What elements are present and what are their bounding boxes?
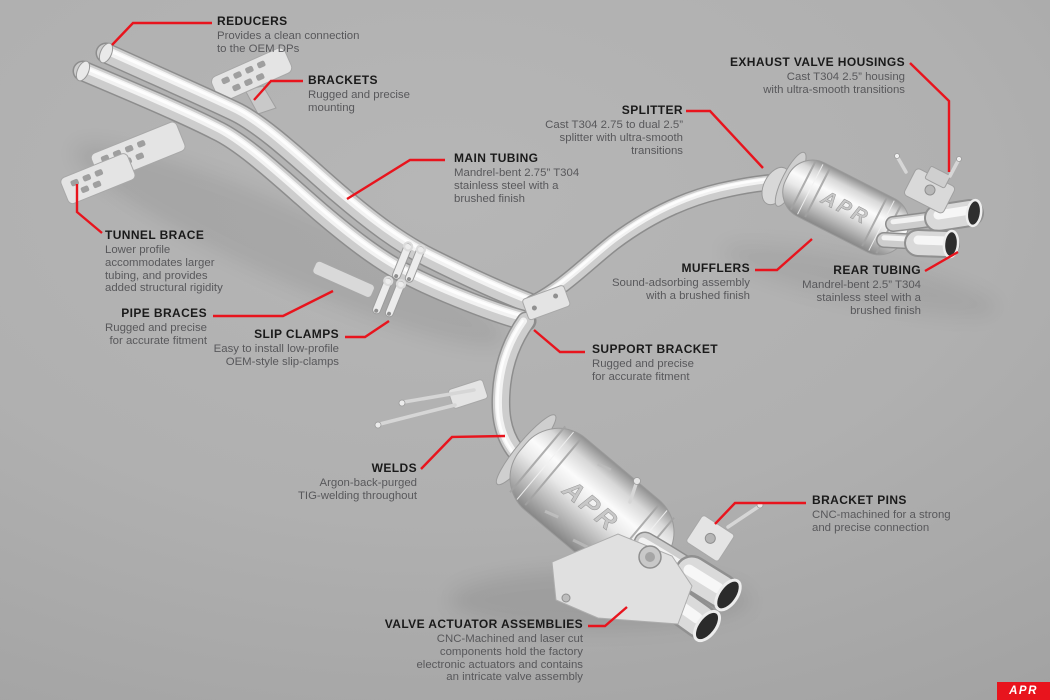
callout-line-mufflers <box>755 238 813 272</box>
callout-exhaust-valve-housings: EXHAUST VALVE HOUSINGS Cast T304 2.5” ho… <box>730 55 905 97</box>
callout-desc: Easy to install low-profile OEM-style sl… <box>213 343 339 368</box>
callout-splitter: SPLITTER Cast T304 2.75 to dual 2.5” spl… <box>545 103 683 157</box>
callout-support-bracket: SUPPORT BRACKET Rugged and precise for a… <box>592 342 718 384</box>
rear-tubing-tips <box>884 198 984 259</box>
callout-slip-clamps: SLIP CLAMPS Easy to install low-profile … <box>214 327 339 369</box>
callout-rear-tubing: REAR TUBING Mandrel-bent 2.5” T304 stain… <box>802 263 921 317</box>
exhaust-valve-housing-part <box>894 153 962 214</box>
callout-line-reducers <box>111 21 212 46</box>
callout-valve-actuator-assemblies: VALVE ACTUATOR ASSEMBLIES CNC-Machined a… <box>385 617 583 684</box>
callout-title: SPLITTER <box>621 103 683 117</box>
callout-desc: Provides a clean connection to the OEM D… <box>217 30 360 55</box>
callout-reducers: REDUCERS Provides a clean connection to … <box>217 14 359 56</box>
tunnel-brace-plates <box>60 121 186 205</box>
rear-muffler: APR <box>761 151 910 256</box>
callout-line-valve-actuator-assemblies <box>588 606 628 628</box>
callout-desc: CNC-Machined and laser cut components ho… <box>416 633 583 684</box>
callout-title: BRACKETS <box>308 73 378 87</box>
front-pipe-upper <box>97 41 532 304</box>
callout-line-welds <box>420 434 506 470</box>
callout-line-bracket-pins <box>714 501 806 525</box>
callout-line-tunnel-brace <box>75 184 103 234</box>
front-pipe-lower <box>74 59 526 321</box>
slip-clamp-lower <box>372 275 407 318</box>
callout-bracket-pins: BRACKET PINS CNC-machined for a strong a… <box>812 493 951 535</box>
callout-title: SUPPORT BRACKET <box>592 342 719 356</box>
callout-desc: Rugged and precise for accurate fitment <box>105 322 207 347</box>
callout-lines <box>75 21 959 628</box>
callout-desc: Cast T304 2.5” housing with ultra-smooth… <box>763 71 905 96</box>
callout-title: REDUCERS <box>217 14 288 28</box>
callout-desc: CNC-machined for a strong and precise co… <box>812 509 951 534</box>
bracket-pins-part <box>686 501 764 562</box>
callout-line-pipe-braces <box>213 289 334 318</box>
callout-title: PIPE BRACES <box>121 306 207 320</box>
callout-desc: Mandrel-bent 2.5” T304 stainless steel w… <box>802 279 921 317</box>
pipe-brace-bar <box>312 260 375 298</box>
callout-title: WELDS <box>371 461 417 475</box>
front-bracket-plate <box>211 47 293 115</box>
callout-line-slip-clamps <box>345 320 390 339</box>
callout-line-splitter <box>686 109 764 169</box>
callout-title: SLIP CLAMPS <box>254 327 339 341</box>
callout-line-brackets <box>253 79 303 101</box>
callout-pipe-braces: PIPE BRACES Rugged and precise for accur… <box>105 306 207 348</box>
callout-desc: Rugged and precise for accurate fitment <box>592 358 694 383</box>
callout-main-tubing: MAIN TUBING Mandrel-bent 2.75” T304 stai… <box>454 151 579 205</box>
callout-line-main-tubing <box>346 158 445 201</box>
bracket-holes <box>221 60 266 92</box>
callout-title: TUNNEL BRACE <box>105 228 205 242</box>
callout-title: EXHAUST VALVE HOUSINGS <box>729 55 905 69</box>
callout-desc: Mandrel-bent 2.75” T304 stainless steel … <box>454 167 580 205</box>
callout-desc: Argon-back-purged TIG-welding throughout <box>297 477 417 502</box>
callout-desc: Rugged and precise mounting <box>308 89 410 114</box>
callout-line-rear-tubing <box>924 250 959 273</box>
valve-actuator-assembly-part <box>551 477 693 625</box>
slip-clamp-upper <box>392 241 427 283</box>
callout-desc: Lower profile accommodates larger tubing… <box>105 244 223 295</box>
callout-brackets: BRACKETS Rugged and precise mounting <box>308 73 410 115</box>
support-bracket-part <box>522 285 571 321</box>
callout-desc: Cast T304 2.75 to dual 2.5” splitter wit… <box>545 119 683 157</box>
callout-tunnel-brace: TUNNEL BRACE Lower profile accommodates … <box>105 228 223 295</box>
hanger-pins <box>374 379 488 429</box>
exhaust-tip-opening <box>692 609 722 643</box>
callout-mufflers: MUFFLERS Sound-adsorbing assembly with a… <box>612 261 750 303</box>
callout-welds: WELDS Argon-back-purged TIG-welding thro… <box>298 461 417 503</box>
callout-title: VALVE ACTUATOR ASSEMBLIES <box>384 617 583 631</box>
callout-line-support-bracket <box>533 329 585 354</box>
callout-title: BRACKET PINS <box>812 493 907 507</box>
apr-logo: APR <box>997 682 1050 700</box>
callout-title: MAIN TUBING <box>454 151 539 165</box>
callout-title: REAR TUBING <box>833 263 921 277</box>
exhaust-tip-opening <box>714 578 742 612</box>
center-muffler: APR <box>495 414 675 585</box>
exhaust-tip-opening <box>965 198 983 228</box>
callout-desc: Sound-adsorbing assembly with a brushed … <box>611 277 750 302</box>
callout-line-exhaust-valve-housings <box>909 62 951 172</box>
callout-title: MUFFLERS <box>681 261 750 275</box>
